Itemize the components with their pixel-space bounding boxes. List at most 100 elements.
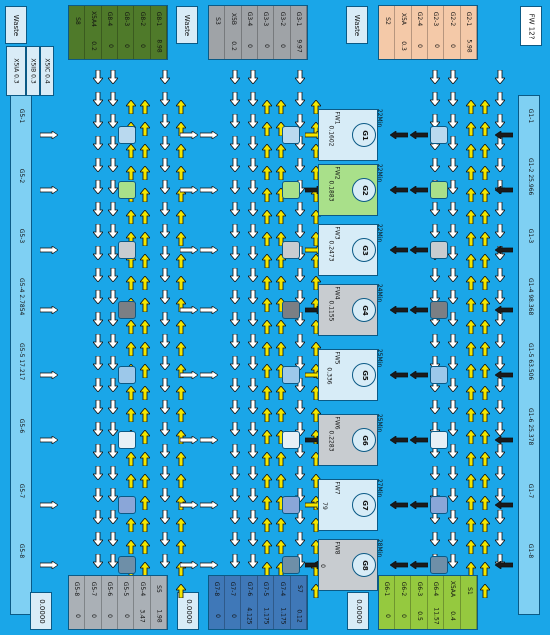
down-arrow <box>108 246 118 260</box>
supply-box-s2-row-value: 0.3 <box>399 40 407 51</box>
row-arrow-mid <box>180 306 198 314</box>
down-arrow <box>93 422 103 436</box>
row-arrow-right <box>390 436 408 444</box>
up-arrow <box>480 452 490 466</box>
head-label: G2 <box>360 184 369 196</box>
head-g7: G7 <box>352 493 376 517</box>
left-spine-label: G5-2 <box>18 168 25 184</box>
head-g8: G8 <box>352 553 376 577</box>
up-arrow <box>176 540 186 554</box>
mid-label-b: 79 <box>320 502 328 510</box>
legend-top-left: X5IA 0.3 <box>6 46 26 96</box>
down-arrow <box>93 92 103 106</box>
down-arrow <box>248 268 258 282</box>
row-arrow-left-in <box>40 131 58 139</box>
down-arrow <box>248 158 258 172</box>
down-arrow <box>248 70 258 84</box>
up-arrow <box>466 298 476 312</box>
down-arrow <box>495 70 505 84</box>
supply-box-s7-row-value: 0 <box>213 613 221 618</box>
up-arrow <box>466 144 476 158</box>
down-arrow <box>160 224 170 238</box>
down-arrow <box>495 114 505 128</box>
down-arrow <box>248 290 258 304</box>
head-label: G6 <box>360 434 369 446</box>
down-arrow <box>248 466 258 480</box>
up-arrow <box>276 518 286 532</box>
up-arrow <box>126 320 136 334</box>
up-arrow <box>466 496 476 510</box>
supply-box-s3-row-label: G3-2 <box>278 12 286 27</box>
supply-box-s7-row-label: G7-5 <box>262 582 270 597</box>
up-arrow <box>140 232 150 246</box>
down-arrow <box>230 114 240 128</box>
supply-box-s1-row-value: 0.5 <box>415 610 423 621</box>
down-arrow <box>495 334 505 348</box>
down-arrow <box>108 158 118 172</box>
down-arrow <box>430 70 440 84</box>
up-arrow <box>176 210 186 224</box>
left-spine-label: G5-7 <box>18 483 25 499</box>
supply-box-s7-row-value: 1.175 <box>262 607 270 625</box>
supply-box-s5-row-value: 0 <box>106 613 114 618</box>
up-arrow <box>140 342 150 356</box>
up-arrow <box>126 210 136 224</box>
mid-label-c: 22Min <box>376 108 384 128</box>
up-arrow <box>262 320 272 334</box>
up-arrow <box>176 518 186 532</box>
down-arrow <box>160 312 170 326</box>
down-arrow <box>160 554 170 568</box>
down-arrow <box>160 70 170 84</box>
down-arrow <box>230 554 240 568</box>
up-arrow <box>466 100 476 114</box>
down-arrow <box>93 466 103 480</box>
row-arrow-left-in <box>40 436 58 444</box>
row-arrow-right <box>390 186 408 194</box>
down-arrow <box>160 422 170 436</box>
down-arrow <box>248 510 258 524</box>
down-arrow <box>248 554 258 568</box>
down-arrow <box>160 466 170 480</box>
up-arrow <box>276 474 286 488</box>
right-spine-label: G1-3 <box>527 228 534 244</box>
supply-box-s2-row-label: X5A <box>399 13 407 26</box>
up-arrow <box>262 518 272 532</box>
mid-label-c: 22Min <box>376 223 384 243</box>
machine-left <box>118 181 136 199</box>
row-arrow-right <box>390 246 408 254</box>
up-arrow <box>466 518 476 532</box>
down-arrow <box>495 312 505 326</box>
down-arrow <box>448 268 458 282</box>
down-arrow <box>448 356 458 370</box>
supply-box-s1-row-label: S1 <box>465 586 473 595</box>
up-arrow <box>466 430 476 444</box>
up-arrow <box>126 408 136 422</box>
up-arrow <box>126 276 136 290</box>
down-arrow <box>448 444 458 458</box>
up-arrow <box>140 166 150 180</box>
up-arrow <box>276 540 286 554</box>
up-arrow <box>176 276 186 290</box>
down-arrow <box>448 158 458 172</box>
head-label: G7 <box>360 499 369 511</box>
supply-box-s1-row-value: 0.4 <box>448 610 456 621</box>
up-arrow <box>176 452 186 466</box>
supply-box-s8-row-label: G8-3 <box>122 12 130 27</box>
down-arrow <box>448 114 458 128</box>
down-arrow <box>160 92 170 106</box>
row-arrow-right-in <box>495 436 513 444</box>
row-arrow-right-in <box>495 186 513 194</box>
supply-box-s3-col: S3 <box>209 6 226 59</box>
up-arrow <box>480 540 490 554</box>
mid-label-c: 24Min <box>376 283 384 303</box>
down-arrow <box>248 246 258 260</box>
down-arrow <box>160 488 170 502</box>
up-arrow <box>262 276 272 290</box>
up-arrow <box>262 496 272 510</box>
